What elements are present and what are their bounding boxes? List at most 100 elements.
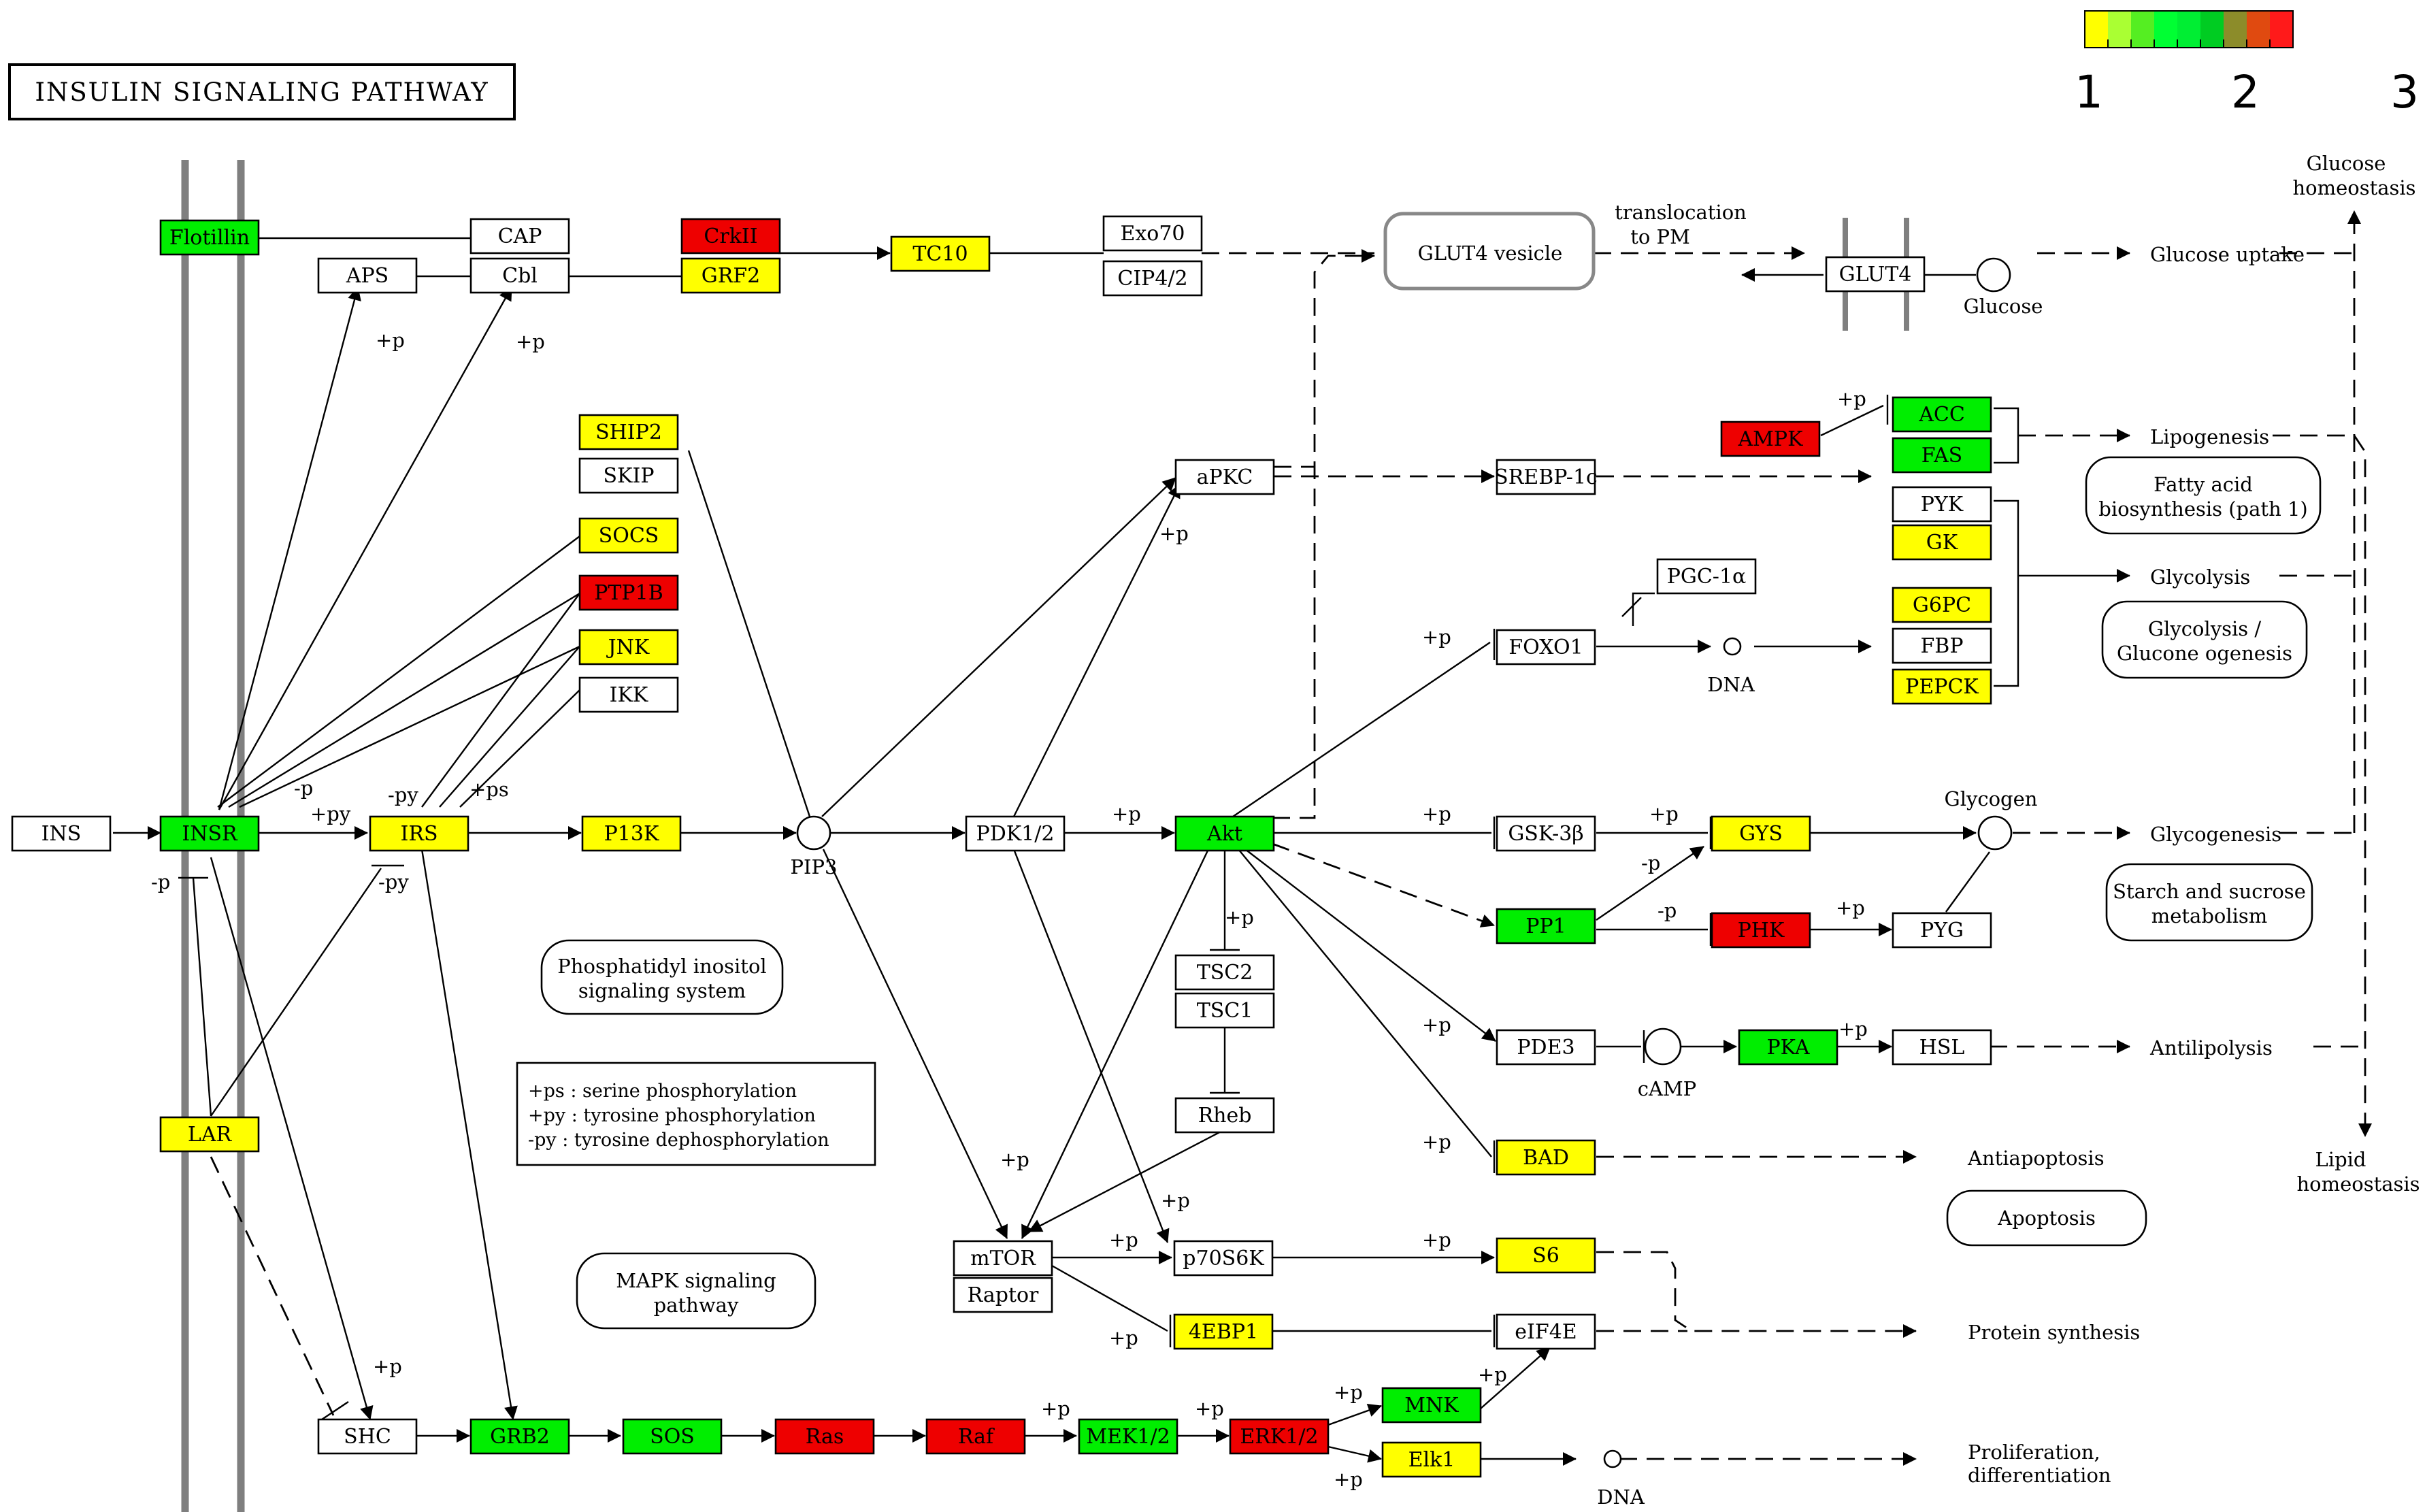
dna-label-2: DNA [1597,1485,1645,1509]
gene-node-shc[interactable]: SHC [317,1418,418,1455]
gene-node-p70s6k[interactable]: p70S6K [1173,1240,1274,1277]
gene-node-bad[interactable]: BAD [1496,1139,1596,1176]
gene-node-gsk3b[interactable]: GSK-3β [1496,815,1596,852]
gene-node-gk[interactable]: GK [1892,524,1992,561]
gene-node-pde3[interactable]: PDE3 [1496,1029,1596,1066]
gene-node-tsc1[interactable]: TSC1 [1174,992,1275,1029]
gene-label: PGC-1α [1667,565,1747,589]
starch-label-1: Starch and sucrose [2113,880,2306,903]
camp-compound[interactable] [1644,1028,1682,1066]
phosphatidyl-label-1: Phosphatidyl inositol [557,955,766,978]
edge-erk-mnk [1327,1404,1382,1426]
gene-node-4ebp1[interactable]: 4EBP1 [1173,1313,1274,1350]
gene-label: PYK [1921,493,1964,516]
gene-node-mnk[interactable]: MNK [1381,1387,1482,1424]
gene-node-tc10[interactable]: TC10 [890,235,991,272]
phosphatidyl-inositol-map[interactable] [540,939,784,1015]
gene-node-cbl[interactable]: Cbl [469,257,570,294]
glycolysis-map[interactable] [2101,600,2308,679]
gene-node-phk[interactable]: PHK [1711,912,1811,949]
gene-node-cip42[interactable]: CIP4/2 [1102,260,1203,297]
gene-node-raf[interactable]: Raf [925,1418,1026,1455]
gene-label: MEK1/2 [1086,1425,1170,1449]
gene-node-akt[interactable]: Akt [1174,815,1275,852]
dna-compound-1[interactable] [1723,637,1742,656]
gene-node-erk12[interactable]: ERK1/2 [1229,1418,1330,1455]
edge-akt-mtor [1021,849,1210,1239]
outcome-labels: Glucose homeostasis Glucose uptake Lipog… [1615,152,2420,1487]
gene-node-exo70[interactable]: Exo70 [1102,215,1203,252]
gene-label: Cbl [502,264,538,288]
gene-node-irs[interactable]: IRS [369,815,469,852]
gene-node-pepck[interactable]: PEPCK [1892,668,1992,705]
glucose-uptake-label: Glucose uptake [2150,243,2305,266]
gene-node-pp1[interactable]: PP1 [1496,908,1596,944]
gene-node-ikk[interactable]: IKK [578,676,679,713]
gene-node-sos[interactable]: SOS [622,1418,723,1455]
dna-compound-2[interactable] [1603,1449,1622,1468]
edge-pdk-p70 [1012,849,1170,1243]
gene-node-flotillin[interactable]: Flotillin [159,219,260,256]
gene-node-crkii[interactable]: CrkII [680,218,781,254]
gene-node-socs[interactable]: SOCS [578,517,679,554]
gene-node-ins[interactable]: INS [11,815,112,852]
edge-insr-shc [210,857,374,1420]
gene-node-ptp1b[interactable]: PTP1B [578,574,679,611]
apoptosis-map[interactable] [1946,1189,2147,1247]
gene-node-tsc2[interactable]: TSC2 [1174,954,1275,991]
gene-node-raptor[interactable]: Raptor [953,1277,1053,1313]
gene-label: GLUT4 [1839,263,1912,286]
glut4-vesicle-map[interactable] [1383,212,1596,291]
gene-node-eif4e[interactable]: eIF4E [1496,1313,1596,1350]
gene-label: Raf [958,1425,995,1449]
gene-node-glut4[interactable]: GLUT4 [1825,256,1926,293]
edge-label: -p [151,870,170,893]
gene-node-s6[interactable]: S6 [1496,1237,1596,1274]
gene-node-acc[interactable]: ACC [1892,396,1992,433]
edge-ampk-acc [1820,404,1884,437]
note-serine: +ps : serine phosphorylation [528,1081,797,1102]
gene-node-srebp1c[interactable]: SREBP-1c [1494,459,1598,495]
gene-node-hsl[interactable]: HSL [1892,1029,1992,1066]
gene-label: SOCS [599,524,659,548]
gene-node-ampk[interactable]: AMPK [1720,421,1821,457]
gene-node-pdk12[interactable]: PDK1/2 [965,815,1066,852]
gene-node-ras[interactable]: Ras [774,1418,875,1455]
gene-node-lar[interactable]: LAR [159,1116,260,1153]
fatty-acid-map[interactable] [2085,456,2322,535]
gene-node-insr[interactable]: INSR [159,815,260,852]
antiapoptosis-label: Antiapoptosis [1967,1147,2105,1170]
gene-label: P13K [604,822,659,846]
gene-node-grb2[interactable]: GRB2 [469,1418,570,1455]
starch-sucrose-map[interactable] [2105,863,2313,942]
gene-node-p13k[interactable]: P13K [581,815,682,852]
gene-node-gys[interactable]: GYS [1711,815,1811,852]
gene-node-pyk[interactable]: PYK [1892,486,1992,523]
gene-node-pyg[interactable]: PYG [1892,912,1992,949]
gene-node-fas[interactable]: FAS [1892,437,1992,474]
gene-node-grf2[interactable]: GRF2 [680,257,781,294]
edge-socs-insr [217,536,580,808]
pip3-compound[interactable] [796,815,831,851]
mapk-signaling-map[interactable] [576,1252,816,1330]
gene-node-mtor[interactable]: mTOR [953,1240,1053,1277]
edge-akt-bad [1238,849,1492,1157]
gene-node-rheb[interactable]: Rheb [1174,1097,1275,1134]
gene-node-fbp[interactable]: FBP [1892,627,1992,664]
gene-node-foxo1[interactable]: FOXO1 [1496,629,1596,665]
gene-node-pka[interactable]: PKA [1738,1029,1838,1066]
gene-node-skip[interactable]: SKIP [578,457,679,494]
gene-node-cap[interactable]: CAP [469,218,570,254]
glucose-compound[interactable] [1976,257,2011,293]
edge-lar-shc [210,1156,335,1416]
gene-node-ship2[interactable]: SHIP2 [578,414,679,450]
gene-node-pgc1a[interactable]: PGC-1α [1656,558,1757,595]
glycogen-compound[interactable] [1977,815,2013,851]
gene-label: Ras [806,1425,844,1449]
gene-node-mek12[interactable]: MEK1/2 [1078,1418,1178,1455]
gene-node-jnk[interactable]: JNK [578,629,679,665]
gene-node-elk1[interactable]: Elk1 [1381,1441,1482,1478]
gene-node-apkc[interactable]: aPKC [1174,459,1275,495]
gene-node-aps[interactable]: APS [317,257,418,294]
gene-node-g6pc[interactable]: G6PC [1892,587,1992,623]
